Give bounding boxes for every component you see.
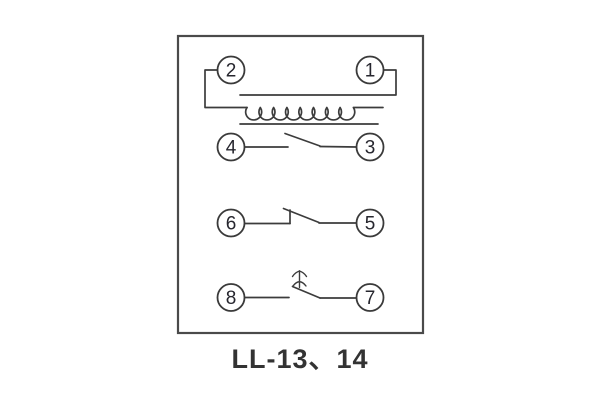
terminal-1-circle <box>355 55 385 85</box>
terminal-7-circle <box>355 283 385 312</box>
arrow-barb-left <box>291 270 301 278</box>
terminal-2-circle <box>216 55 246 85</box>
contact-6-5 <box>243 207 358 225</box>
contact-4-3-right-wire <box>319 145 358 148</box>
terminal-1: 1 <box>355 55 385 85</box>
terminal-2-lead-wire <box>204 69 248 109</box>
terminal-4-circle <box>216 132 246 162</box>
terminal-3-label: 3 <box>365 138 376 159</box>
terminal-2-label: 2 <box>226 61 237 82</box>
terminal-8: 8 <box>216 283 246 312</box>
terminal-2: 2 <box>216 55 246 85</box>
terminal-5: 5 <box>355 208 385 238</box>
terminal-6-label: 6 <box>226 214 237 235</box>
terminal-7: 7 <box>355 283 385 312</box>
arrow-base-arc <box>292 281 307 287</box>
terminal-6-circle <box>216 208 246 238</box>
contact-8-7-blade <box>291 285 321 299</box>
terminal-3: 3 <box>355 132 385 162</box>
terminal-8-circle <box>216 283 246 312</box>
terminal-5-circle <box>355 208 385 238</box>
arrow-barb-right <box>298 270 308 278</box>
terminal-1-label: 1 <box>365 61 376 82</box>
terminal-4-label: 4 <box>226 138 237 159</box>
terminal-3-circle <box>355 132 385 162</box>
terminal-1-lead-wire <box>239 69 397 96</box>
terminal-7-label: 7 <box>365 288 376 309</box>
terminal-4: 4 <box>216 132 246 162</box>
enclosure-box <box>176 34 425 335</box>
coil-winding-icon <box>244 106 384 121</box>
terminal-5-label: 5 <box>365 214 376 235</box>
coil-section <box>204 69 397 125</box>
contact-6-5-blade <box>282 207 320 224</box>
enclosure-outline <box>176 34 425 335</box>
contact-8-7 <box>243 270 358 299</box>
terminal-8-label: 8 <box>226 288 237 309</box>
up-arrow-icon <box>291 270 308 289</box>
terminal-6: 6 <box>216 208 246 238</box>
model-caption: LL-13、14 <box>231 344 368 374</box>
contact-4-3-blade <box>284 132 321 147</box>
contact-4-3 <box>243 132 358 148</box>
